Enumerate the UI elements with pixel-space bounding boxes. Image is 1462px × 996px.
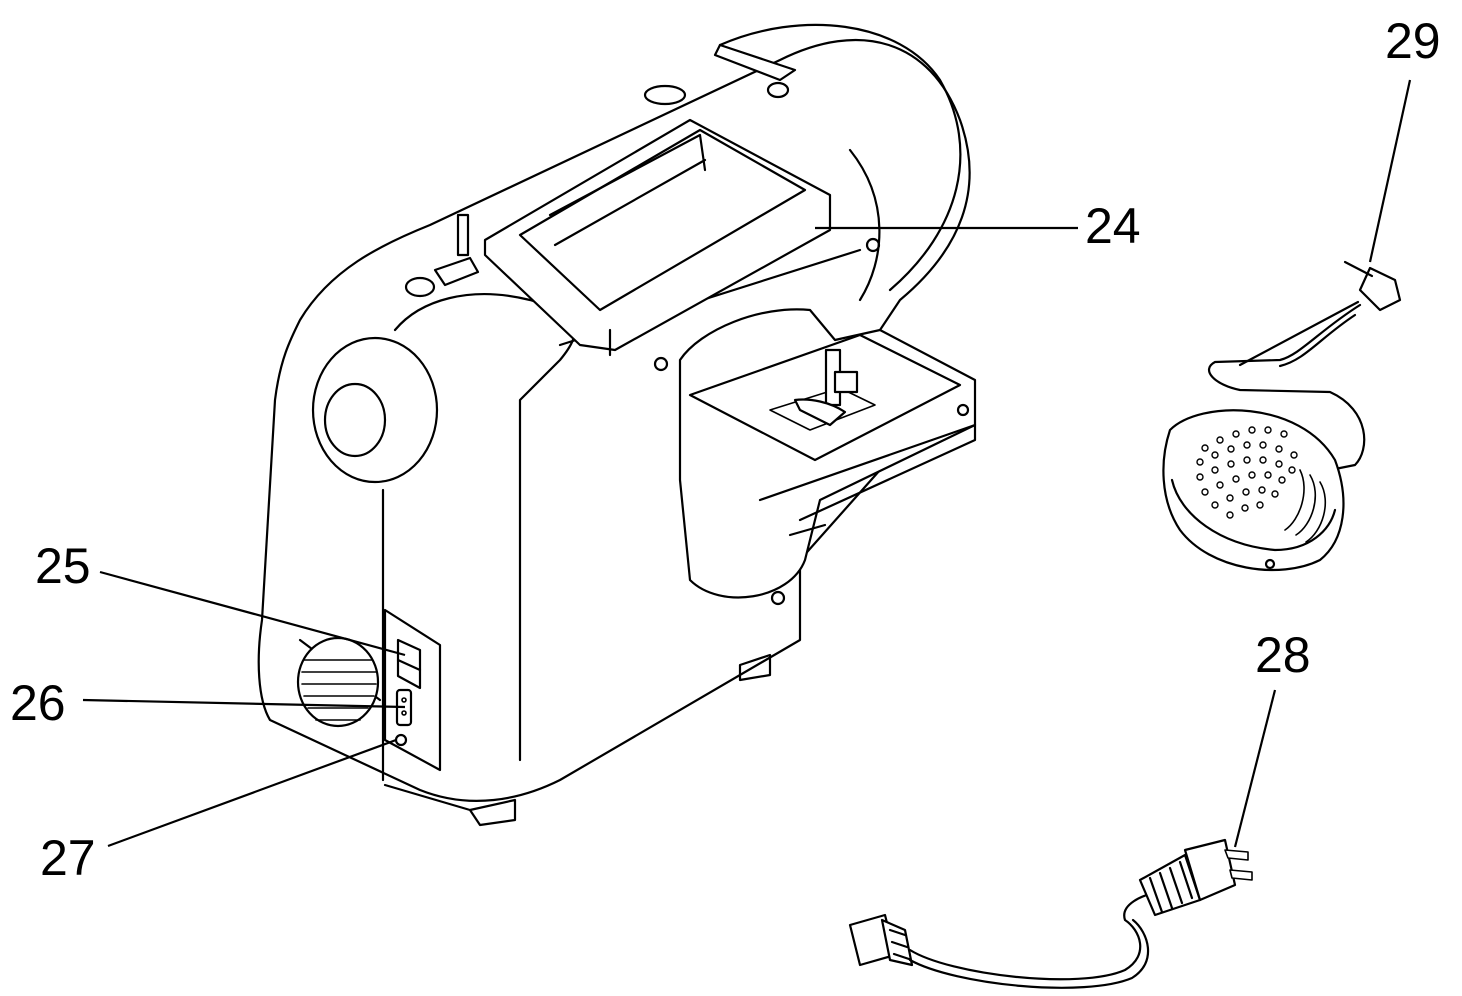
leader-lines xyxy=(82,79,1412,848)
callout-28: 28 xyxy=(1255,627,1311,683)
sewing-machine xyxy=(257,23,977,827)
callout-26: 26 xyxy=(10,675,66,731)
callout-29: 29 xyxy=(1385,13,1441,69)
callout-24: 24 xyxy=(1085,198,1141,254)
leader-28 xyxy=(1233,689,1277,848)
vent-grille-slots xyxy=(301,659,377,721)
leader-25 xyxy=(99,570,406,657)
leader-26 xyxy=(82,698,406,709)
callout-27: 27 xyxy=(40,830,96,886)
callout-25: 25 xyxy=(35,538,91,594)
leader-29 xyxy=(1368,79,1412,263)
foot-controller-grip-dots xyxy=(1196,426,1298,519)
callout-labels: 24 25 26 27 28 29 xyxy=(10,13,1441,886)
leader-27 xyxy=(107,738,397,848)
foot-controller xyxy=(1162,260,1402,572)
power-cord xyxy=(848,838,1253,989)
